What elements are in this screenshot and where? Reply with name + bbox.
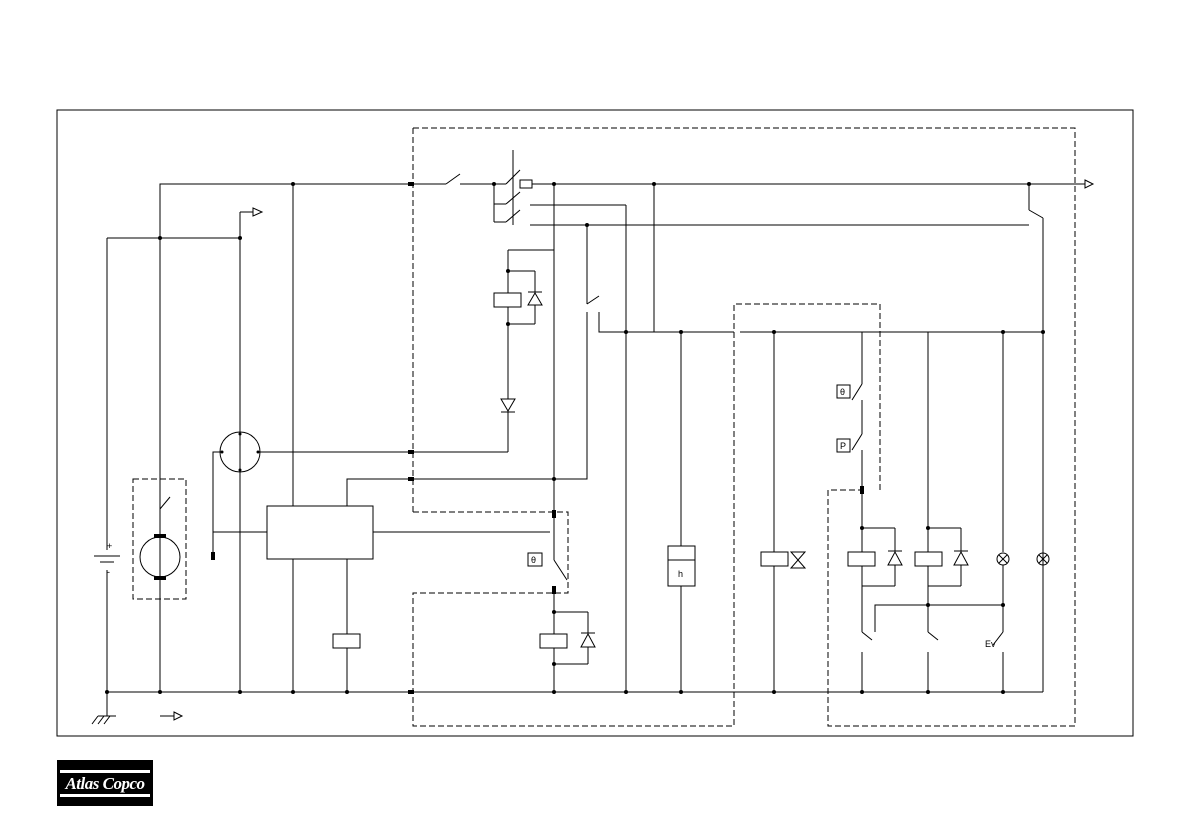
pressure-sensor: P <box>840 441 846 451</box>
relay-coil-k2 <box>915 552 942 566</box>
diode-upper <box>501 399 515 411</box>
atlas-copco-logo: Atlas Copco <box>57 760 153 806</box>
solenoid-coil <box>761 552 788 566</box>
battery-plus: + <box>107 541 112 551</box>
controller-module <box>267 506 373 559</box>
main-bus-top <box>160 184 410 692</box>
relay-coil-left <box>333 634 360 648</box>
control-box-enclosure <box>413 128 1075 726</box>
relay-coil-lower <box>540 634 567 648</box>
relay-coil-k1 <box>848 552 875 566</box>
temp-sensor-lower: θ <box>531 555 536 565</box>
temp-sensor-right: θ <box>840 387 845 397</box>
battery-minus: - <box>107 567 110 577</box>
ev-label: Ev <box>985 639 996 649</box>
hour-meter-label: h <box>678 569 683 579</box>
hour-meter <box>668 546 695 586</box>
relay-coil-upper <box>494 293 521 307</box>
diagram-frame <box>57 110 1133 736</box>
logo-text: Atlas Copco <box>65 775 144 792</box>
